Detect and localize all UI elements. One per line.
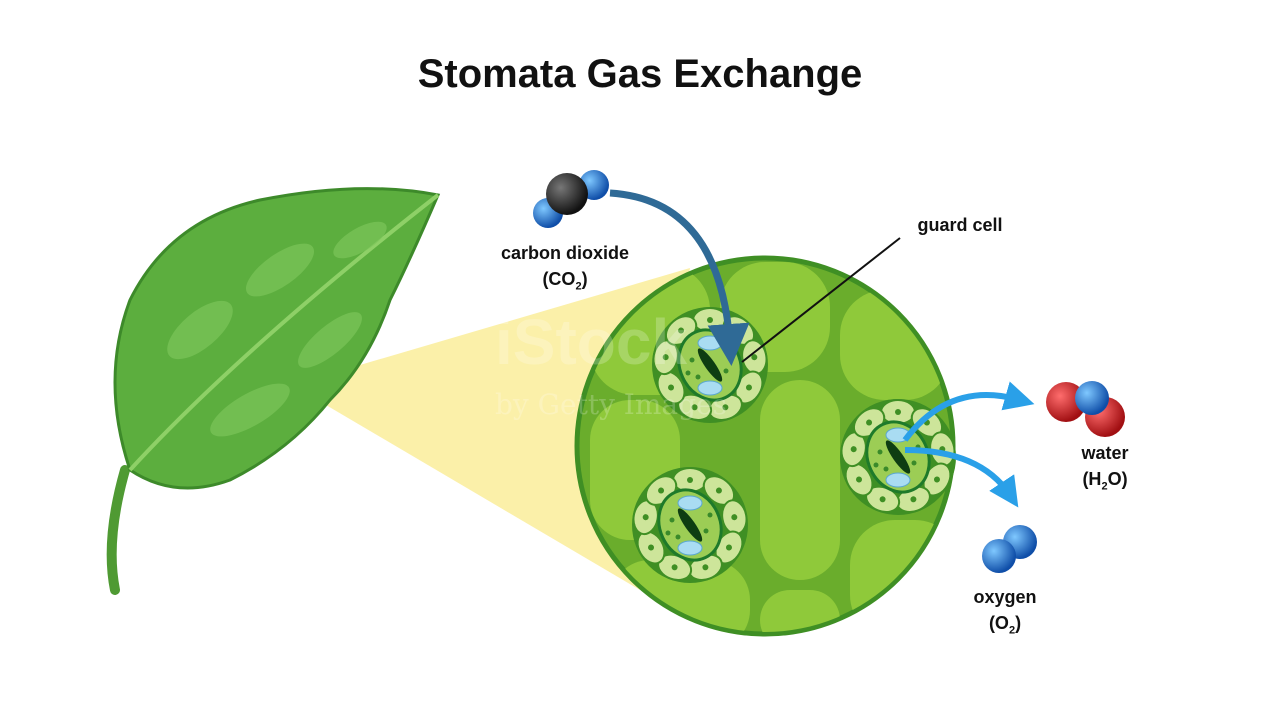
oxygen-molecule-icon (982, 525, 1037, 573)
oxygen-arrow (904, 447, 1019, 508)
label-name: carbon dioxide (500, 243, 630, 263)
stoma (840, 399, 956, 515)
label-name: water (1081, 443, 1129, 463)
label-guard-cell: guard cell (917, 215, 1003, 235)
label-formula: (H2O) (1082, 469, 1128, 493)
label-name: oxygen (973, 587, 1037, 607)
co2-arrow (609, 189, 750, 366)
water-molecule-icon (1046, 381, 1125, 437)
label-formula: (CO2) (542, 269, 588, 293)
watermark: iStock (495, 306, 688, 378)
guard-cell-pointer (741, 237, 901, 363)
co2-molecule-icon (533, 170, 609, 228)
label-formula: (O2) (988, 613, 1022, 637)
diagram-title: Stomata Gas Exchange (417, 52, 863, 96)
label-oxygen: oxygen (O2) (955, 584, 1055, 644)
watermark-subtitle: by Getty Images (495, 388, 727, 421)
label-carbon-dioxide: carbon dioxide (CO2) (475, 240, 655, 300)
stoma (632, 467, 748, 583)
water-arrow (902, 381, 1035, 442)
label-water: water (H2O) (1055, 440, 1155, 500)
leaf-illustration (106, 187, 441, 595)
